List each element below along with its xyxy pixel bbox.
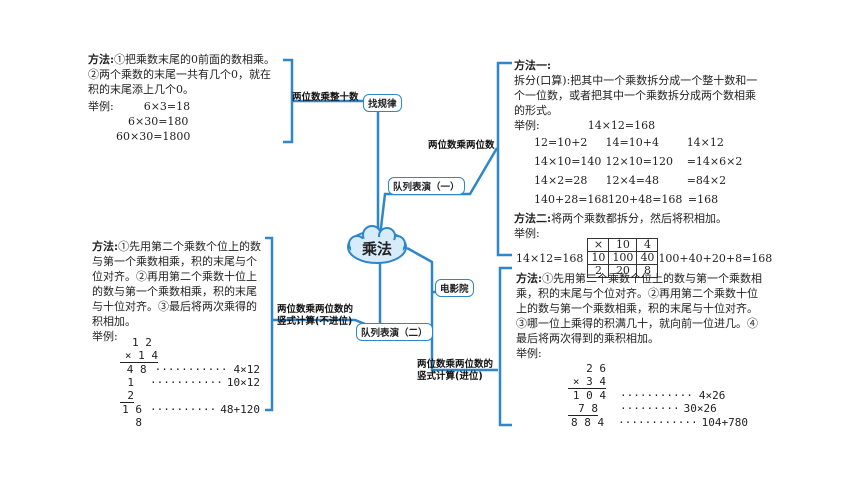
tr-m2-label: 方法二: xyxy=(514,212,552,225)
tr-row-cell: 12=10+2 xyxy=(534,136,588,149)
tl-ex3: 60×30=1800 xyxy=(116,130,191,143)
bl-label: 方法: xyxy=(92,240,119,253)
box-bottom-right: 方法:①先用第二个乘数个位上的数与第一个乘数相乘，积的末尾与个位对齐。②再用第二… xyxy=(516,271,764,361)
bl-n1: 10×12 xyxy=(226,376,260,389)
tr-table-cell: 100 xyxy=(608,251,638,265)
tr-table-cell: 4 xyxy=(636,238,659,252)
tr-m1-label: 方法一: xyxy=(514,59,552,72)
branch-top-sub: 两位数乘整十数 xyxy=(292,92,359,103)
tr-table-cell: 10 xyxy=(587,251,610,265)
tr-example-label: 举例: xyxy=(514,119,540,132)
tl-example-label: 举例: xyxy=(88,100,114,113)
bl-v2: 4 8 xyxy=(126,363,147,376)
br-v2: 1 0 4 xyxy=(572,389,606,402)
center-title: 乘法 xyxy=(361,240,392,258)
bl-v0: 1 2 xyxy=(132,336,152,349)
tr-row-cell: 14=10+4 xyxy=(605,136,659,149)
tl-ex2: 6×30=180 xyxy=(128,115,189,128)
tr-m2-text: 将两个乘数都拆分，然后将积相加。 xyxy=(551,212,728,225)
tr-row-cell: 14×10=140 xyxy=(534,155,602,168)
tr-row-cell: =84×2 xyxy=(686,174,727,187)
branch-right-sub-line2: 竖式计算(进位) xyxy=(417,371,483,382)
bl-v3: 1 2 xyxy=(120,376,135,403)
bl-example-label: 举例: xyxy=(92,330,118,343)
br-v1: × 3 4 xyxy=(568,375,606,389)
br-n1: 30×26 xyxy=(683,402,717,415)
br-v0: 2 6 xyxy=(586,362,606,375)
box-top-left: 方法:①把乘数末尾的0前面的数相乘。②两个乘数的末尾一共有几个0，就在积的末尾添… xyxy=(88,52,280,144)
branch-mid-title: 队列表演（一） xyxy=(388,177,465,195)
tr-table-cell: 40 xyxy=(636,251,659,265)
tr-table-cell: 8 xyxy=(636,264,659,278)
bl-text: ①先用第二个乘数个位上的数与第一个乘数相乘，积的末尾与个位对齐。②再用第二个乘数… xyxy=(92,240,262,328)
tr-m1-text: 拆分(口算):把其中一个乘数拆分成一个整十数和一个一位数，或者把其中一个乘数拆分… xyxy=(514,74,758,117)
br-n0: 4×26 xyxy=(698,389,726,402)
branch-bottom-sub: 两位数乘两位数的 竖式计算(不进位) xyxy=(277,304,353,328)
tr-table-cell: 10 xyxy=(608,238,638,252)
tr-m2-sum: 100+40+20+8=168 xyxy=(658,251,773,265)
tl-text: ①把乘数末尾的0前面的数相乘。②两个乘数的末尾一共有几个0，就在积的末尾添上几个… xyxy=(88,53,276,96)
tl-label: 方法: xyxy=(88,53,115,66)
bl-v4: 1 6 8 xyxy=(122,403,143,429)
tr-row-cell: =168 xyxy=(687,193,719,206)
tr-m2-example-label: 举例: xyxy=(514,227,540,240)
tr-table-cell: 20 xyxy=(608,264,638,278)
branch-right-sub-line1: 两位数乘两位数的 xyxy=(417,359,494,370)
bl-vertical-calc: 1 2 × 1 4 4 8···········4×12 1 2········… xyxy=(120,336,260,429)
tr-row-cell: 12×4=48 xyxy=(605,174,659,187)
tr-row: 12=10+2 14=10+4 14×12 xyxy=(534,133,764,152)
branch-mid-sub: 两位数乘两位数 xyxy=(428,140,495,151)
tr-table-cell: × xyxy=(587,238,610,252)
branch-bottom-sub-line1: 两位数乘两位数的 xyxy=(277,304,354,315)
br-v4: 8 8 4 xyxy=(571,416,605,429)
bl-n2: 48+120 xyxy=(220,403,260,416)
br-text: ①先用第二个乘数个位上的数与第一个乘数相乘，积的末尾与个位对齐。②再用第二个乘数… xyxy=(516,272,763,345)
branch-right-title: 电影院 xyxy=(435,279,474,297)
box-bottom-left: 方法:①先用第二个乘数个位上的数与第一个乘数相乘，积的末尾与个位对齐。②再用第二… xyxy=(92,239,266,344)
tr-row: 14×2=28 12×4=48 =84×2 xyxy=(534,171,764,190)
tr-m2-expr: 14×12=168 xyxy=(516,251,584,265)
br-label: 方法: xyxy=(516,272,543,285)
tr-example-expr: 14×12=168 xyxy=(587,119,656,132)
tr-row-cell: =14×6×2 xyxy=(686,155,743,168)
br-n2: 104+780 xyxy=(701,416,748,429)
tr-row-cell: 14×12 xyxy=(686,136,724,149)
tr-row-cell: 12×10=120 xyxy=(605,155,673,168)
box-top-right: 方法一: 拆分(口算):把其中一个乘数拆分成一个整十数和一个一位数，或者把其中一… xyxy=(514,58,772,278)
tl-ex1: 6×3=18 xyxy=(143,100,191,113)
br-v3: 7 8 xyxy=(568,402,598,416)
branch-top-title: 找规律 xyxy=(363,94,402,112)
tr-row-cell: 140+28=168 xyxy=(534,193,609,206)
branch-bottom-sub-line2: 竖式计算(不进位) xyxy=(277,316,353,327)
br-vertical-calc: 2 6 × 3 4 1 0 4···········4×26 7 8······… xyxy=(568,362,748,429)
branch-bottom-title: 队列表演（二） xyxy=(356,323,433,341)
branch-right-sub: 两位数乘两位数的 竖式计算(进位) xyxy=(417,359,493,383)
cloud-shape xyxy=(347,225,407,264)
tr-table-cell: 2 xyxy=(587,264,610,278)
tr-row-cell: 14×2=28 xyxy=(534,174,588,187)
bl-v1: × 1 4 xyxy=(120,349,158,363)
tr-row-cell: 120+48=168 xyxy=(608,193,683,206)
br-example-label: 举例: xyxy=(516,347,542,360)
bl-n0: 4×12 xyxy=(233,363,261,376)
